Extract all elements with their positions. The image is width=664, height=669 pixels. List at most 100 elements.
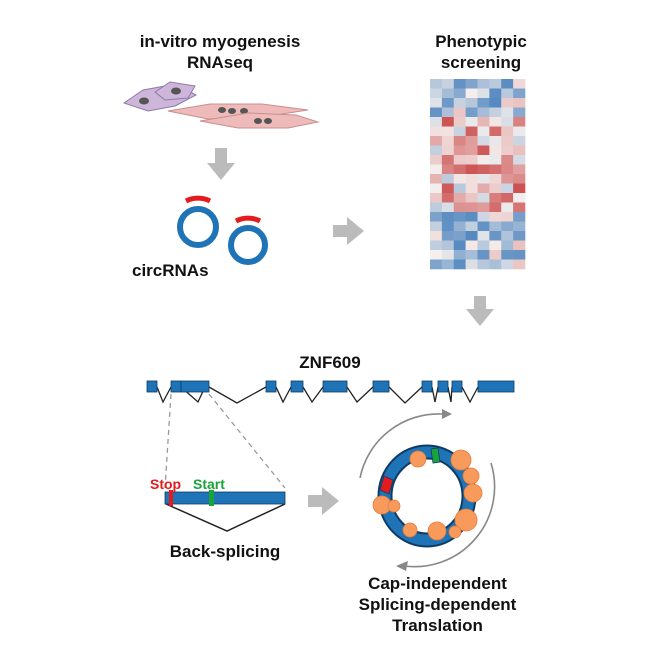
heatmap-cell — [477, 155, 490, 165]
heatmap-cell — [430, 98, 443, 108]
heatmap-cell — [489, 155, 502, 165]
heatmap-cell — [441, 240, 455, 251]
heatmap-cell — [441, 164, 455, 175]
exon-5 — [322, 380, 348, 393]
heatmap-cell — [501, 126, 514, 137]
heatmap-cell — [453, 126, 466, 137]
heatmap-cell — [489, 117, 502, 127]
myogenesis-label-line2: RNAseq — [186, 53, 254, 72]
heatmap-cell — [453, 174, 466, 184]
heatmap-cell — [453, 98, 466, 108]
heatmap-cell — [465, 117, 478, 127]
heatmap-cell — [477, 107, 490, 118]
heatmap-cell — [453, 107, 466, 118]
heatmap-cell — [513, 88, 526, 99]
heatmap-cell — [489, 212, 502, 222]
heatmap-cell — [430, 250, 443, 260]
heatmap-cell — [489, 250, 502, 260]
heatmap-cell — [465, 231, 478, 241]
heatmap-cell — [453, 79, 466, 89]
heatmap-cell — [489, 240, 502, 251]
start-codon-mark — [209, 490, 214, 506]
heatmap-cell — [513, 231, 526, 241]
screening-label-line2: screening — [440, 53, 522, 72]
heatmap-cell — [477, 240, 490, 251]
heatmap-cell — [430, 174, 443, 184]
heatmap-cell — [465, 136, 478, 146]
exon-3 — [265, 380, 277, 393]
heatmap-cell — [453, 202, 466, 213]
stop-label: Stop — [150, 476, 182, 492]
phenotypic-screening-title: Phenotypic screening — [416, 31, 546, 73]
heatmap-cell — [465, 107, 478, 118]
phenotypic-screening-heatmap — [430, 79, 526, 270]
exon-7 — [421, 380, 433, 393]
exon-8 — [437, 380, 449, 393]
heatmap-cell — [477, 136, 490, 146]
heatmap-cell — [430, 202, 443, 213]
arrow-right-circrna-to-screening — [333, 217, 364, 245]
heatmap-cell — [453, 145, 466, 156]
heatmap-cell — [513, 174, 526, 184]
heatmap-cell — [489, 136, 502, 146]
heatmap-cell — [501, 221, 514, 232]
heatmap-cell — [477, 231, 490, 241]
heatmap-cell — [430, 212, 443, 222]
heatmap-cell — [441, 250, 455, 260]
heatmap-cell — [501, 136, 514, 146]
exon-2 — [170, 380, 182, 393]
heatmap-cell — [465, 164, 478, 175]
heatmap-cell — [513, 164, 526, 175]
heatmap-cell — [477, 174, 490, 184]
heatmap-cell — [477, 79, 490, 89]
heatmap-cell — [441, 145, 455, 156]
heatmap-cell — [501, 145, 514, 156]
heatmap-cell — [465, 98, 478, 108]
heatmap-cell — [489, 88, 502, 99]
heatmap-cell — [513, 145, 526, 156]
heatmap-cell — [453, 259, 466, 270]
heatmap-cell — [465, 240, 478, 251]
heatmap-cell — [465, 155, 478, 165]
heatmap-cell — [453, 183, 466, 194]
heatmap-cell — [501, 174, 514, 184]
gene-name-label: ZNF609 — [299, 353, 361, 372]
heatmap-cell — [465, 126, 478, 137]
heatmap-cell — [465, 183, 478, 194]
backsplicing-diagram — [164, 490, 286, 532]
exon-6 — [372, 380, 390, 393]
ribosomes — [372, 449, 483, 541]
heatmap-cell — [513, 259, 526, 270]
heatmap-cell — [477, 212, 490, 222]
heatmap-cell — [489, 174, 502, 184]
heatmap-cell — [441, 183, 455, 194]
heatmap-cell — [489, 183, 502, 194]
heatmap-cell — [453, 117, 466, 127]
heatmap-cell — [430, 259, 443, 270]
heatmap-cell — [501, 79, 514, 89]
heatmap-cell — [465, 88, 478, 99]
heatmap-cell — [513, 136, 526, 146]
heatmap-cell — [501, 212, 514, 222]
translation-line3: Translation — [392, 616, 483, 635]
heatmap-cell — [430, 79, 443, 89]
heatmap-cell — [501, 88, 514, 99]
heatmap-cell — [513, 155, 526, 165]
heatmap-cell — [453, 212, 466, 222]
heatmap-cell — [477, 88, 490, 99]
heatmap-cell — [430, 193, 443, 203]
heatmap-cell — [430, 145, 443, 156]
heatmap-cell — [501, 107, 514, 118]
circrna-translation-diagram — [359, 409, 496, 571]
heatmap-cell — [441, 202, 455, 213]
heatmap-cell — [477, 98, 490, 108]
heatmap-cell — [513, 107, 526, 118]
heatmap-cell — [513, 202, 526, 213]
translation-line1: Cap-independent — [368, 574, 507, 593]
heatmap-cell — [441, 98, 455, 108]
translation-line2: Splicing-dependent — [358, 595, 517, 614]
arrow-down-screening-to-gene — [466, 296, 494, 326]
heatmap-cell — [465, 145, 478, 156]
heatmap-cell — [489, 107, 502, 118]
